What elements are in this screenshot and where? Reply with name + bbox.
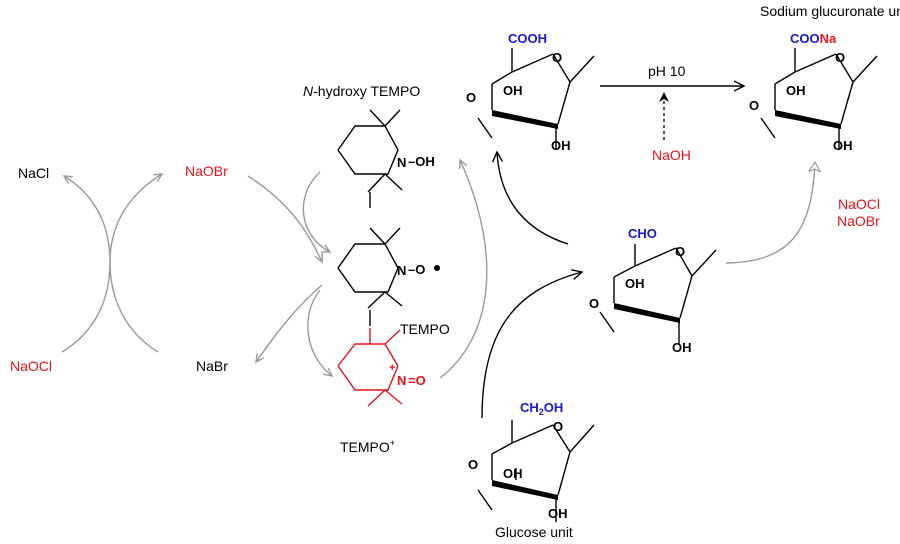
naobr-right-label: NaOBr	[837, 213, 880, 229]
oh-3: OH	[625, 276, 645, 291]
arrow-from-naocl	[61, 261, 111, 353]
ring-oxygen: O	[835, 50, 845, 65]
aldehyde-unit: CHO O OH OH O	[589, 226, 717, 355]
oh-2: OH	[551, 138, 571, 153]
reaction-arrows: pH 10 NaOH NaOCl NaOBr	[481, 63, 880, 419]
salt-cycle: NaCl NaOBr NaOCl NaBr	[10, 163, 322, 374]
arrow-to-naobr	[109, 174, 162, 263]
oh-2: OH	[672, 340, 692, 355]
naoh-label: NaOH	[652, 147, 691, 163]
nacl-label: NaCl	[18, 165, 49, 181]
n-plus-charge: +	[389, 362, 395, 374]
n-atom: N	[397, 263, 406, 278]
naobr-label: NaOBr	[185, 163, 228, 179]
oh-2: OH	[548, 506, 568, 521]
tempo-plus-structure	[337, 328, 403, 407]
ch2oh-group: CH2OH	[520, 400, 563, 417]
cooh-group: COOH	[508, 31, 547, 46]
tempo-radical-structure	[337, 227, 403, 326]
ring-bold-edge	[775, 110, 841, 129]
ring-oxygen-linker: O	[468, 457, 478, 472]
arrow-glucose-to-aldehyde	[481, 272, 582, 419]
ring-oxygen-linker: O	[589, 296, 599, 311]
tempo-label: TEMPO	[400, 321, 450, 337]
glucuronic-acid-unit: COOH O OH OH O	[466, 31, 595, 153]
oxyl-group: –O	[408, 262, 425, 277]
arrow-tempo-to-nabr	[256, 284, 323, 362]
glucose-unit: CH2OH O OH OH O Glucose unit	[468, 400, 595, 540]
naocl-right-label: NaOCl	[838, 196, 880, 212]
arrow-aldehyde-to-acid	[497, 152, 569, 245]
glucose-unit-label: Glucose unit	[495, 524, 573, 540]
radical-dot	[434, 265, 440, 271]
arrow-radical-to-cation	[307, 289, 332, 376]
oh-3: OH	[503, 83, 523, 98]
arrow-naobr-to-tempo	[247, 175, 322, 262]
n-plus-atom: N	[397, 373, 406, 388]
ring-oxygen-linker: O	[466, 90, 476, 105]
ring-oxygen-linker: O	[749, 98, 759, 113]
oxo-group: =O	[408, 373, 426, 388]
arrow-to-nacl	[64, 176, 111, 263]
carboxylate-group: COONa	[790, 31, 837, 46]
nabr-label: NaBr	[196, 358, 228, 374]
ph-label: pH 10	[648, 63, 686, 79]
sodium-glucuronate-label: Sodium glucuronate unit	[760, 3, 900, 19]
arrow-from-nabr	[109, 261, 159, 353]
ring-bold-edge	[614, 303, 680, 323]
arrow-hydroxy-to-radical	[302, 171, 330, 252]
ring-oxygen: O	[552, 50, 562, 65]
n-hydroxy-tempo-structure	[337, 109, 403, 208]
hydroxy-group: –OH	[408, 154, 435, 169]
ring-bold-edge	[492, 110, 558, 129]
oh-3: OH	[786, 83, 806, 98]
sodium-glucuronate-unit: Sodium glucuronate unit COONa O OH OH O	[749, 3, 900, 153]
arrow-aldehyde-to-glucuronate	[725, 162, 815, 264]
n-atom: N	[397, 155, 406, 170]
tempo-species: N-hydroxy TEMPO N –OH N –O TEMPO	[302, 83, 488, 455]
n-hydroxy-tempo-label: N-hydroxy TEMPO	[303, 83, 420, 99]
oh-2: OH	[833, 138, 853, 153]
ring-oxygen: O	[675, 244, 685, 259]
ring-oxygen: O	[553, 419, 563, 434]
cho-group: CHO	[628, 226, 657, 241]
naocl-label: NaOCl	[10, 358, 52, 374]
tempo-plus-label: TEMPO+	[340, 438, 395, 455]
oh-3: OH	[503, 466, 523, 481]
ring-bold-edge	[492, 480, 558, 500]
arrow-cation-to-hydroxy	[439, 160, 488, 379]
